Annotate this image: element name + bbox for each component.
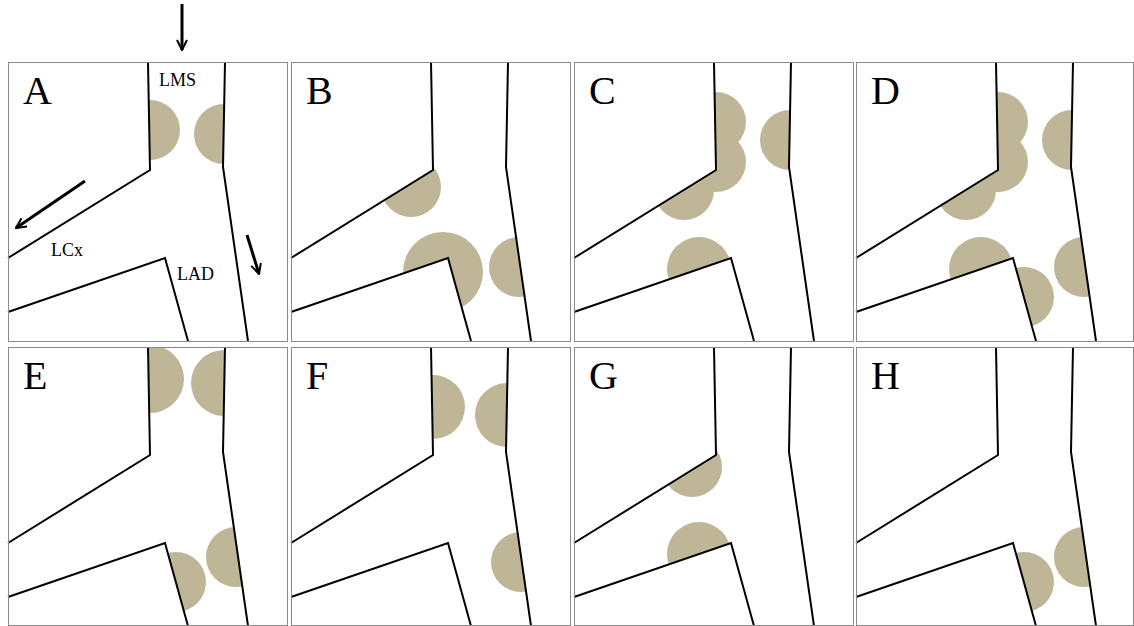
diagram-panel: B bbox=[291, 62, 571, 342]
vessel-label: LCx bbox=[51, 241, 83, 261]
panel-letter: E bbox=[23, 354, 47, 398]
panel-letter: G bbox=[589, 354, 618, 398]
diagram-panel: A LMS LCxLAD bbox=[8, 62, 288, 342]
vessel-panel-c bbox=[574, 62, 820, 341]
vessel-panel-g bbox=[574, 347, 814, 626]
vessel-panel-d bbox=[856, 62, 1114, 341]
diagram-panel: D bbox=[856, 62, 1134, 342]
panel-letter: A bbox=[23, 69, 52, 113]
vessel-panel-a bbox=[8, 62, 254, 341]
panel-letter: C bbox=[589, 69, 616, 113]
vessel-label: LAD bbox=[177, 265, 214, 285]
panel-letter: H bbox=[871, 354, 900, 398]
panel-letter: D bbox=[871, 69, 900, 113]
panel-letter: B bbox=[306, 69, 333, 113]
vessel-panel-f bbox=[291, 347, 551, 626]
diagram-panel: H bbox=[856, 347, 1134, 626]
diagram-panel: E bbox=[8, 347, 288, 626]
panel-letter: F bbox=[306, 354, 328, 398]
vessel-panel-e bbox=[8, 345, 266, 626]
diagram-panel: G bbox=[574, 347, 854, 626]
diagram-panel: F bbox=[291, 347, 571, 626]
vessel-panel-h bbox=[856, 347, 1114, 626]
flow-arrows bbox=[16, 4, 259, 274]
vessel-panel-b bbox=[291, 62, 549, 341]
vessel-label: LMS bbox=[159, 71, 196, 91]
diagram-panel: C bbox=[574, 62, 854, 342]
